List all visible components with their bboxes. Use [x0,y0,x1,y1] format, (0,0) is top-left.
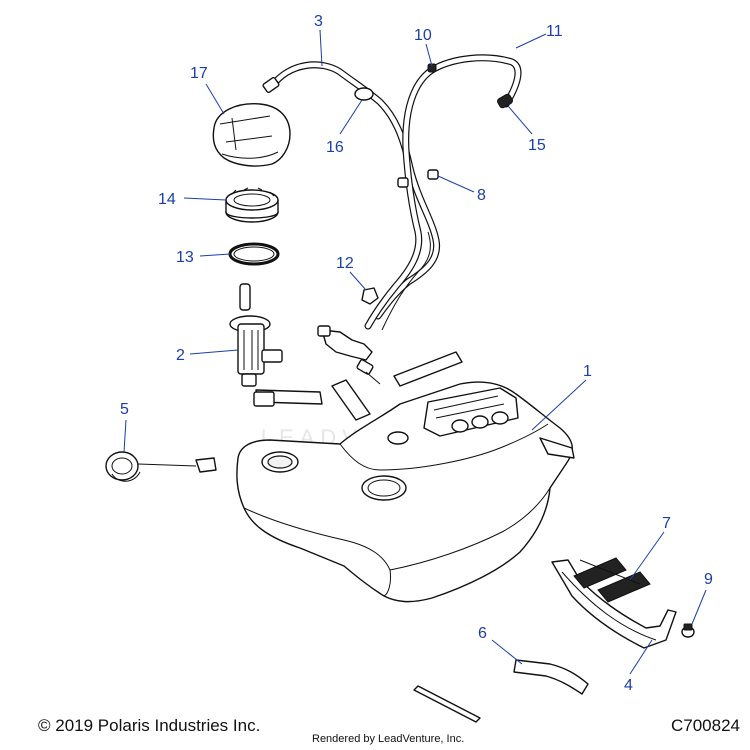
fuel-cap [105,451,217,482]
svg-text:3: 3 [314,13,323,30]
svg-text:6: 6 [478,625,487,642]
svg-text:12: 12 [336,255,354,272]
svg-text:11: 11 [546,23,563,40]
callout-15: 15 [507,105,546,154]
callout-4: 4 [624,639,653,694]
callout-12: 12 [336,255,367,291]
callout-3: 3 [314,13,323,67]
loose-tube [413,685,481,723]
strap-pads [573,557,651,603]
rendered-by-text: Rendered by LeadVenture, Inc. [312,733,465,745]
pump-cover [212,103,291,167]
callout-11: 11 [515,23,563,49]
svg-text:9: 9 [704,571,713,588]
svg-text:16: 16 [326,139,344,156]
fuel-tank [236,381,575,603]
svg-text:7: 7 [662,515,671,532]
hose-piece [513,659,589,695]
callout-6: 6 [478,625,523,665]
bolt [681,623,695,638]
gasket [228,242,280,266]
callout-10: 10 [414,27,433,67]
svg-text:2: 2 [176,347,185,364]
callout-14: 14 [158,191,227,208]
callout-1: 1 [531,363,592,431]
svg-text:14: 14 [158,191,176,208]
fuel-pump [229,283,323,407]
callout-7: 7 [629,515,671,581]
svg-text:5: 5 [120,401,129,418]
pad-strips [331,351,463,421]
drawing-code: C700824 [670,716,740,735]
lock-ring [225,187,279,223]
callout-16: 16 [326,99,363,156]
copyright-text: © 2019 Polaris Industries Inc. [38,716,261,735]
svg-text:15: 15 [528,137,546,154]
callout-8: 8 [437,175,486,204]
vent-hose-assembly [262,54,522,385]
svg-text:1: 1 [583,363,592,380]
callout-5: 5 [120,401,129,453]
svg-text:10: 10 [414,27,432,44]
svg-text:4: 4 [624,677,633,694]
svg-text:8: 8 [477,187,486,204]
callout-17: 17 [190,65,225,115]
callout-13: 13 [176,249,231,266]
svg-text:13: 13 [176,249,194,266]
tank-strap [551,559,677,649]
svg-text:17: 17 [190,65,208,82]
callout-2: 2 [176,347,239,364]
callout-9: 9 [691,571,713,625]
